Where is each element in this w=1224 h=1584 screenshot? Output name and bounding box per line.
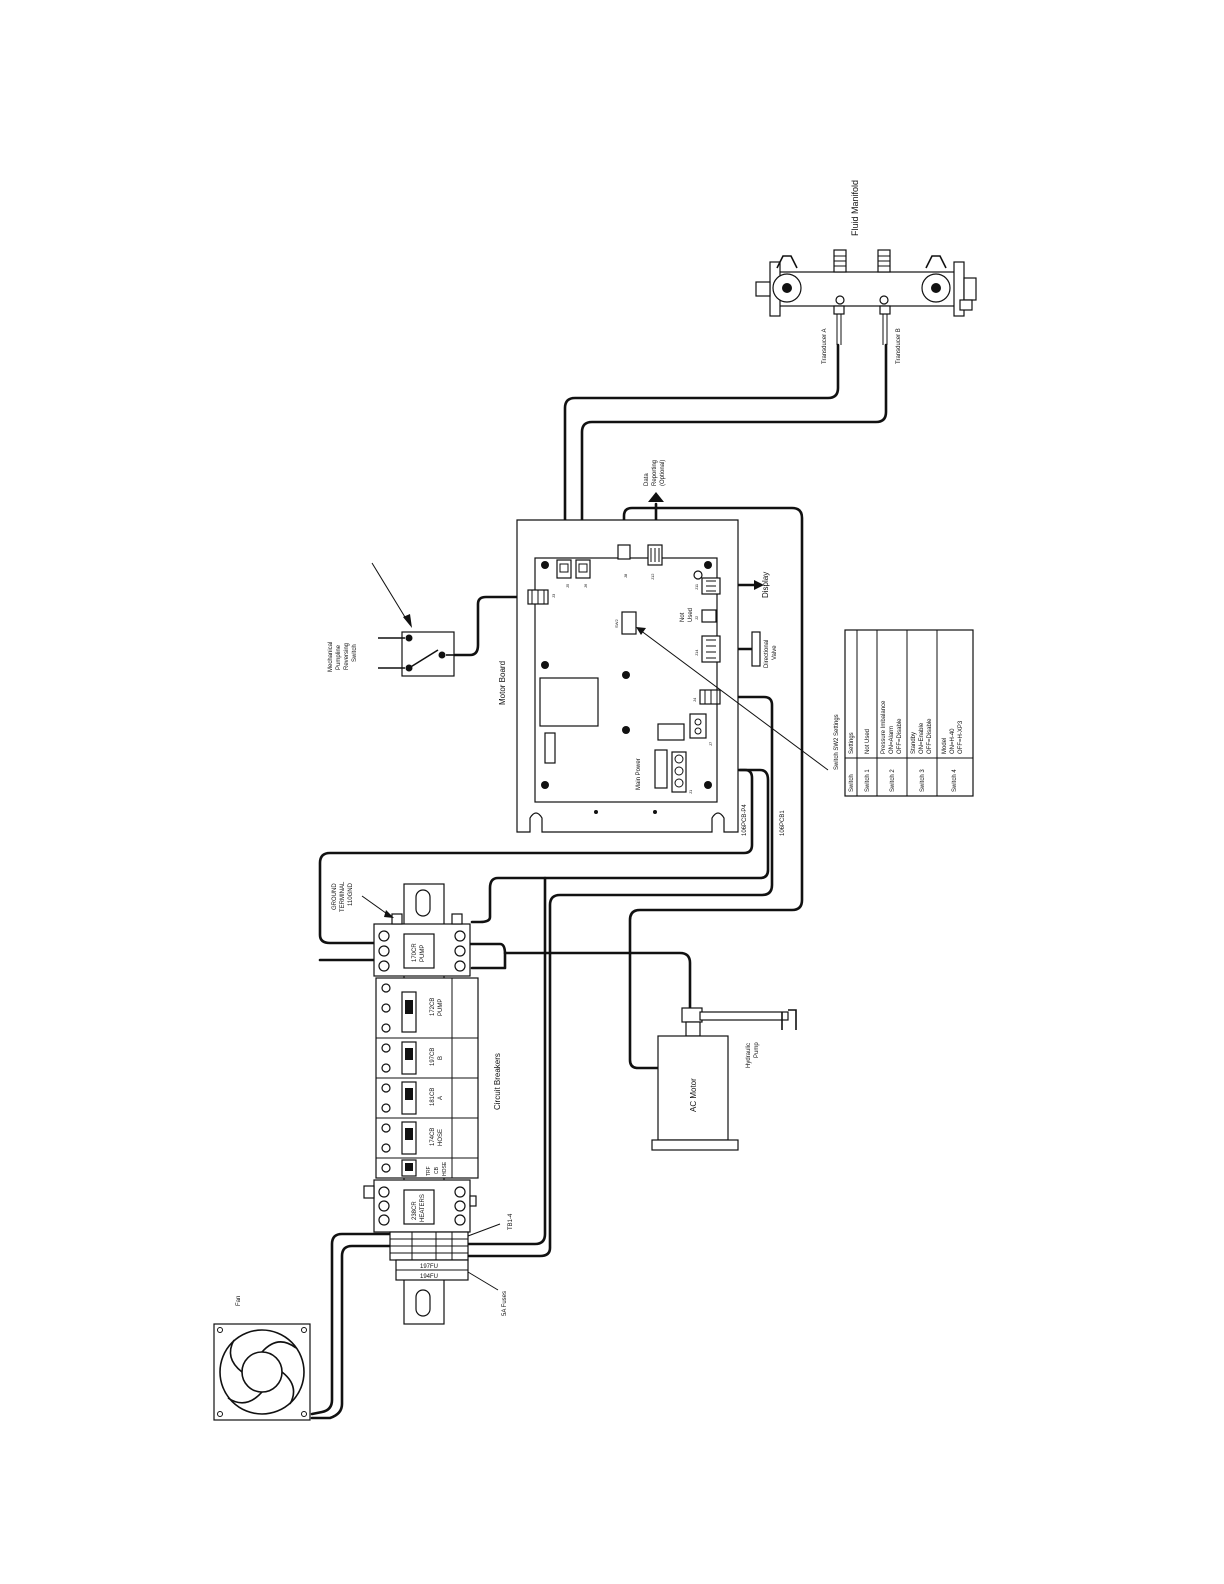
- motor-board: [516, 519, 739, 833]
- settings-row2-line3: OFF=Disable: [897, 718, 903, 754]
- j4-label: J4: [692, 697, 697, 702]
- fan: [213, 1323, 311, 1421]
- ground-label-1: GROUND: [332, 883, 338, 910]
- motor-board-label: Motor Board: [498, 661, 507, 705]
- not-used-label-1: Not: [680, 612, 686, 622]
- pcb1-label: 106PCB1: [780, 810, 786, 836]
- contactor-pump-label-2: PUMP: [420, 945, 426, 962]
- settings-row4-line1: Model: [942, 738, 948, 754]
- cb-a-label-1: 181CB: [430, 1088, 436, 1106]
- ac-motor-label: AC Motor: [689, 1078, 698, 1112]
- sw2-leader-line: [639, 629, 829, 771]
- contactor-heaters-label-2: HEATERS: [420, 1194, 426, 1222]
- mech-switch-label-2: Pumpline: [336, 644, 342, 670]
- circuit-breakers: [375, 977, 479, 1179]
- mechanical-reversing-switch: [371, 562, 458, 677]
- j1-label: J1: [688, 789, 693, 794]
- j3-label: J3: [551, 593, 556, 598]
- wires: [310, 343, 888, 1420]
- cb-small-label-2: CB: [434, 1166, 440, 1174]
- directional-valve: [751, 631, 761, 667]
- hydraulic-pump-label-2: Pump: [754, 1042, 760, 1058]
- contactor-170cr-pump: [373, 913, 471, 977]
- tb1-4-label: TB1-4: [508, 1213, 514, 1230]
- fuse-holders: [395, 1259, 469, 1281]
- settings-table-title: Switch SW2 Settings: [834, 714, 840, 770]
- terminal-block: [389, 1231, 469, 1261]
- display-label: Display: [761, 572, 770, 598]
- settings-row3-line1: Standby: [911, 732, 917, 754]
- mech-switch-label-4: Switch: [352, 644, 358, 662]
- settings-row3-line3: OFF=Disable: [927, 718, 933, 754]
- settings-row3-switch: Switch 3: [920, 769, 926, 792]
- j12-label: J12: [650, 573, 655, 580]
- fluid-manifold: [755, 249, 977, 345]
- mech-switch-label-3: Reversing: [344, 643, 350, 670]
- settings-row1-switch: Switch 1: [865, 769, 871, 792]
- settings-header-settings: Settings: [849, 732, 855, 754]
- settings-row4-switch: Switch 4: [952, 769, 958, 792]
- settings-row1-line1: Not Used: [865, 729, 871, 754]
- j14-label: J14: [694, 649, 699, 656]
- cb-small-label-1: TRF: [426, 1166, 432, 1176]
- data-reporting-label-3: (Optional): [660, 460, 666, 486]
- pcb-p4-label: 106PCB-P4: [742, 804, 748, 836]
- cb-hose-label-1: 174CB: [430, 1128, 436, 1146]
- sw2-label: SW2: [614, 619, 619, 628]
- settings-row2-line1: Pressure Imbalance: [881, 700, 887, 754]
- settings-row4-line3: OFF=H-XP3: [958, 720, 964, 754]
- ground-label-2: TERMINAL: [340, 881, 346, 912]
- cb-b-label-2: B: [438, 1056, 444, 1060]
- ground-label-3: 110GND: [348, 882, 354, 906]
- contactor-238cr-heaters: [363, 1179, 477, 1233]
- main-power-label: Main Power: [636, 758, 642, 790]
- cb-pump-label-2: PUMP: [438, 999, 444, 1016]
- j7-label: J7: [708, 741, 713, 746]
- directional-valve-label-1: Directional: [764, 640, 770, 668]
- settings-row3-line2: ON=Enable: [919, 722, 925, 754]
- fuses-label: 5A Fuses: [502, 1291, 508, 1316]
- not-used-label-2: Used: [688, 608, 694, 622]
- cb-pump-label-1: 172CB: [430, 998, 436, 1016]
- cb-small-label-3: HOSE: [442, 1161, 448, 1176]
- data-reporting-label-2: Reporting: [652, 460, 658, 486]
- cb-hose-label-2: HOSE: [438, 1129, 444, 1146]
- settings-row2-switch: Switch 2: [890, 769, 896, 792]
- cb-a-label-2: A: [438, 1096, 444, 1100]
- transducer-b-label: Transducer B: [896, 328, 902, 364]
- display-arrowhead: [754, 580, 764, 590]
- cb-b-label-1: 197CB: [430, 1048, 436, 1066]
- circuit-breakers-label: Circuit Breakers: [493, 1053, 502, 1110]
- fuse-2-label: 194FU: [420, 1274, 438, 1280]
- j6-label: J6: [583, 583, 588, 588]
- fluid-manifold-label: Fluid Manifold: [850, 180, 860, 236]
- hydraulic-pump-label-1: Hydraulic: [746, 1043, 752, 1068]
- transducer-a-label: Transducer A: [822, 329, 828, 364]
- ac-motor: [651, 1035, 739, 1151]
- data-reporting-label-1: Data: [644, 473, 650, 486]
- fuse-1-label: 197FU: [420, 1264, 438, 1270]
- directional-valve-label-2: Valve: [772, 645, 778, 660]
- j5-label: J5: [565, 583, 570, 588]
- mech-switch-label-1: Mechanical: [328, 642, 334, 672]
- settings-header-switch: Switch: [849, 774, 855, 792]
- j11-label: J11: [694, 583, 699, 590]
- j2-label: J2: [694, 615, 699, 620]
- contactor-heaters-label-1: 238CR: [412, 1201, 418, 1220]
- hydraulic-pump: [681, 1007, 797, 1037]
- j8-label: J8: [623, 573, 628, 578]
- fan-label: Fan: [236, 1296, 242, 1306]
- sw2-settings-table: [844, 629, 974, 797]
- data-reporting-arrowhead: [648, 492, 664, 502]
- contactor-pump-label-1: 170CR: [412, 943, 418, 962]
- settings-row4-line2: ON=H-40: [950, 728, 956, 754]
- settings-row2-line2: ON=Alarm: [889, 726, 895, 754]
